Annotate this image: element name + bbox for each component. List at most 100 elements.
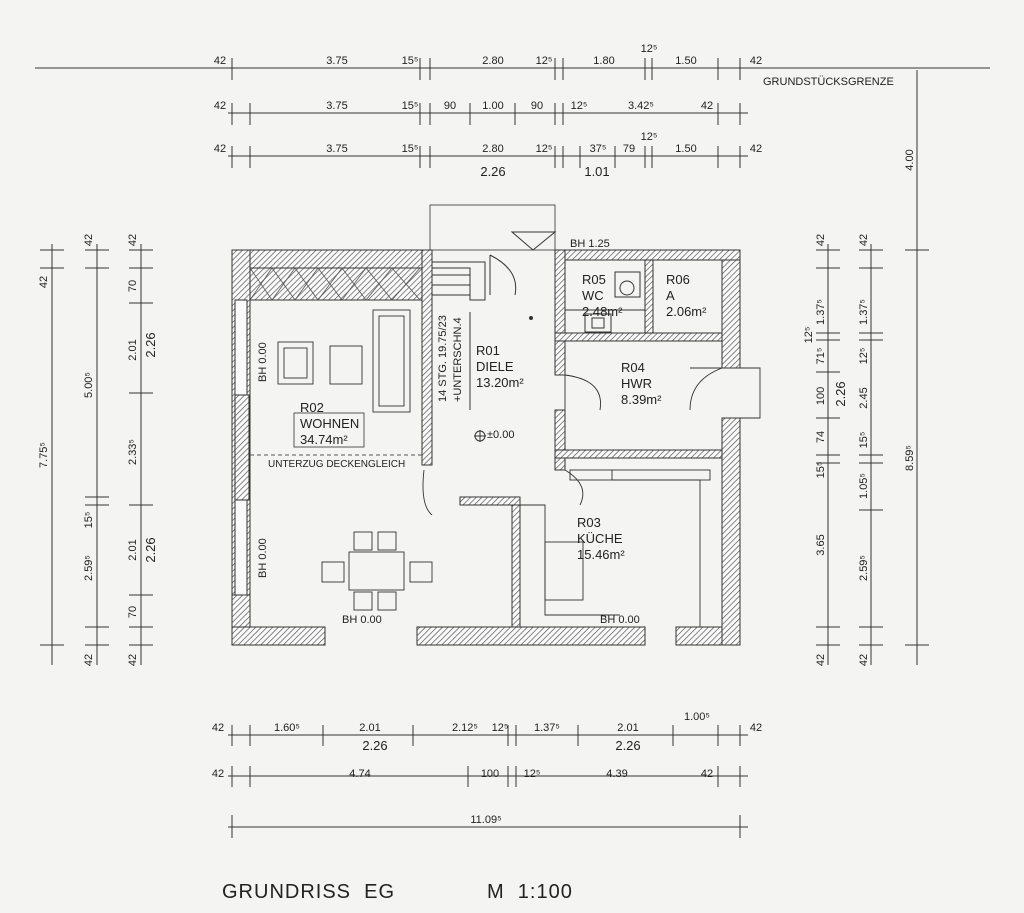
svg-text:15⁵: 15⁵ (402, 100, 419, 112)
svg-text:15⁵: 15⁵ (402, 55, 419, 67)
svg-text:2.33⁵: 2.33⁵ (127, 439, 139, 465)
svg-text:4.00: 4.00 (904, 149, 916, 170)
svg-text:37⁵: 37⁵ (590, 143, 607, 155)
svg-text:12⁵: 12⁵ (641, 131, 658, 143)
bottom-dims-row1: 42 1.60⁵ 2.01 2.12⁵ 12⁵ 1.37⁵ 2.01 1.00⁵… (212, 711, 762, 753)
svg-text:1.60⁵: 1.60⁵ (274, 722, 300, 734)
svg-text:12⁵: 12⁵ (571, 100, 588, 112)
svg-text:13.20m²: 13.20m² (476, 375, 524, 390)
bh-wohnen-left: BH 0.00 (257, 342, 269, 382)
svg-text:42: 42 (127, 654, 139, 666)
svg-text:2.01: 2.01 (127, 339, 139, 360)
svg-text:1.00: 1.00 (482, 100, 503, 112)
svg-text:42: 42 (212, 722, 224, 734)
svg-text:42: 42 (214, 100, 226, 112)
svg-text:4.39: 4.39 (606, 768, 627, 780)
svg-text:2.12⁵: 2.12⁵ (452, 722, 478, 734)
svg-text:2.48m²: 2.48m² (582, 304, 623, 319)
svg-text:42: 42 (212, 768, 224, 780)
svg-text:2.45: 2.45 (858, 387, 870, 408)
svg-text:2.01: 2.01 (617, 722, 638, 734)
svg-text:12⁵: 12⁵ (492, 722, 509, 734)
stairs-label-2: +UNTERSCHN.4 (452, 317, 464, 402)
wc-fixtures (584, 271, 641, 333)
svg-text:42: 42 (750, 722, 762, 734)
svg-text:R01: R01 (476, 343, 500, 358)
svg-text:90: 90 (531, 100, 543, 112)
svg-text:R05: R05 (582, 272, 606, 287)
svg-text:R06: R06 (666, 272, 690, 287)
beam-label: UNTERZUG DECKENGLEICH (268, 459, 405, 470)
svg-text:34.74m²: 34.74m² (300, 432, 348, 447)
svg-text:2.80: 2.80 (482, 55, 503, 67)
bh-south-kitchen: BH 0.00 (600, 614, 640, 626)
light-point-icon (529, 316, 533, 320)
svg-text:2.01: 2.01 (359, 722, 380, 734)
stairs-label: 14 STG. 19.75/23 (437, 315, 449, 402)
svg-text:42: 42 (815, 234, 827, 246)
svg-text:8.59⁵: 8.59⁵ (904, 445, 916, 471)
svg-text:42: 42 (750, 55, 762, 67)
svg-text:1.50: 1.50 (675, 143, 696, 155)
svg-text:15⁵: 15⁵ (402, 143, 419, 155)
svg-text:1.37⁵: 1.37⁵ (534, 722, 560, 734)
property-line-label: GRUNDSTÜCKSGRENZE (763, 76, 894, 88)
top-dims-row1: 42 3.75 15⁵ 2.80 12⁵ 1.80 12⁵ 1.50 42 (214, 43, 762, 67)
svg-text:15⁵: 15⁵ (858, 432, 870, 449)
svg-text:R04: R04 (621, 360, 645, 375)
bh-top-label: BH 1.25 (570, 238, 610, 250)
svg-text:12⁵: 12⁵ (858, 348, 870, 365)
svg-text:79: 79 (623, 143, 635, 155)
svg-text:3.42⁵: 3.42⁵ (628, 100, 654, 112)
svg-text:A: A (666, 288, 675, 303)
svg-text:12⁵: 12⁵ (524, 768, 541, 780)
svg-text:2.26: 2.26 (615, 738, 640, 753)
svg-text:1.37⁵: 1.37⁵ (815, 299, 827, 325)
svg-text:2.26: 2.26 (143, 332, 158, 357)
staircase (429, 204, 556, 410)
top-dims-row2: 42 3.75 15⁵ 90 1.00 90 12⁵ 3.42⁵ 42 (214, 100, 713, 112)
svg-text:42: 42 (127, 234, 139, 246)
top-dims-row3: 42 3.75 15⁵ 2.80 12⁵ 37⁵ 79 12⁵ 1.50 42 … (214, 131, 762, 179)
svg-text:1.50: 1.50 (675, 55, 696, 67)
svg-text:1.05⁵: 1.05⁵ (858, 473, 870, 499)
svg-text:WC: WC (582, 288, 604, 303)
level-label: ±0.00 (487, 429, 514, 441)
svg-text:HWR: HWR (621, 376, 652, 391)
svg-text:12⁵: 12⁵ (803, 327, 815, 344)
room-label-r03: R03 KÜCHE 15.46m² (577, 515, 625, 562)
svg-text:42: 42 (701, 100, 713, 112)
room-label-r04: R04 HWR 8.39m² (621, 360, 662, 407)
svg-text:R02: R02 (300, 400, 324, 415)
plan-scale: M 1:100 (487, 881, 573, 903)
svg-text:3.75: 3.75 (326, 143, 347, 155)
room-label-r02: R02 WOHNEN 34.74m² (300, 400, 359, 447)
svg-text:100: 100 (481, 768, 499, 780)
room-label-r05: R05 WC 2.48m² (582, 272, 623, 319)
room-label-r01: R01 DIELE 13.20m² (476, 343, 524, 390)
svg-text:15⁵: 15⁵ (815, 462, 827, 479)
svg-text:8.39m²: 8.39m² (621, 392, 662, 407)
svg-text:12⁵: 12⁵ (536, 143, 553, 155)
svg-text:42: 42 (858, 234, 870, 246)
svg-text:42: 42 (858, 654, 870, 666)
svg-text:2.26: 2.26 (480, 164, 505, 179)
entrance-triangle-icon (510, 231, 557, 251)
svg-text:42: 42 (701, 768, 713, 780)
svg-text:42: 42 (38, 276, 50, 288)
svg-text:74: 74 (815, 431, 827, 443)
svg-text:2.59⁵: 2.59⁵ (83, 555, 95, 581)
svg-text:7.75⁵: 7.75⁵ (38, 442, 50, 468)
svg-text:1.80: 1.80 (593, 55, 614, 67)
plan-title: GRUNDRISS EG (222, 881, 395, 903)
svg-text:42: 42 (750, 143, 762, 155)
svg-text:70: 70 (127, 606, 139, 618)
svg-text:2.01: 2.01 (127, 539, 139, 560)
svg-text:2.26: 2.26 (362, 738, 387, 753)
bh-wohnen-lower: BH 0.00 (257, 538, 269, 578)
svg-text:12⁵: 12⁵ (641, 43, 658, 55)
right-dims: 42 1.37⁵ 12⁵ 71⁵ 100 74 15⁵ 3.65 42 2.26… (803, 149, 916, 666)
svg-text:12⁵: 12⁵ (536, 55, 553, 67)
svg-text:3.75: 3.75 (326, 55, 347, 67)
svg-text:71⁵: 71⁵ (815, 348, 827, 365)
